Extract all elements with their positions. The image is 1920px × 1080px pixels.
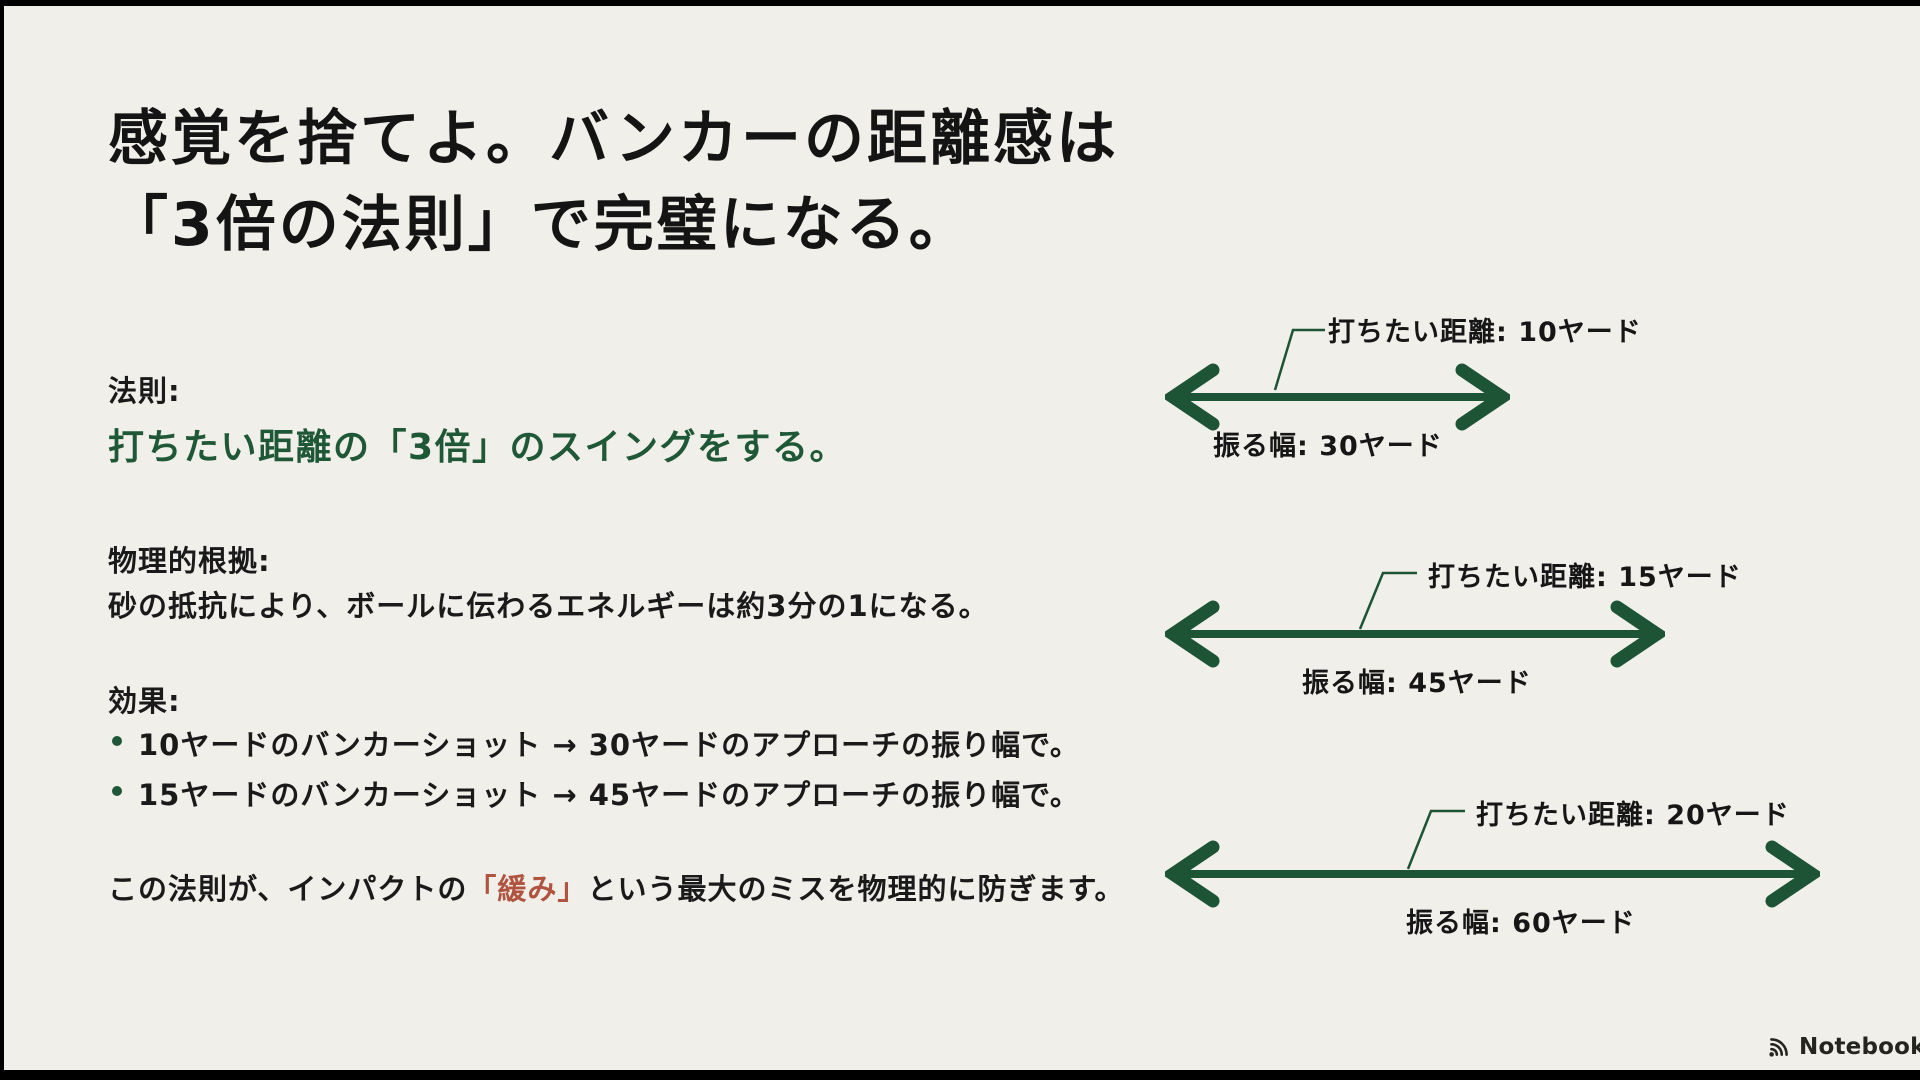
target-distance-label: 打ちたい距離: 15ヤード xyxy=(1428,562,1742,593)
leader-line xyxy=(1358,571,1417,630)
bullet-text: 15ヤードのバンカーショット → 45ヤードのアプローチの振り幅で。 xyxy=(138,778,1080,812)
swing-width-label: 振る幅: 60ヤード xyxy=(1406,908,1636,939)
notebooklm-logo-icon xyxy=(1769,1038,1788,1057)
slide-title-line2: 「3倍の法則」で完璧になる。 xyxy=(108,190,972,260)
effect-bullet-list: 10ヤードのバンカーショット → 30ヤードのアプローチの振り幅で。 15ヤード… xyxy=(112,722,1080,822)
leader-line xyxy=(1273,328,1325,391)
notebooklm-watermark: NotebookLM xyxy=(1766,1034,1920,1060)
bullet-dot-icon xyxy=(112,736,122,746)
conclusion-prefix: この法則が、インパクトの xyxy=(108,872,468,906)
slide-title-line1: 感覚を捨てよ。バンカーの距離感は xyxy=(108,104,1119,174)
notebooklm-label: NotebookLM xyxy=(1799,1034,1920,1060)
letterbox-top xyxy=(0,0,1920,6)
swing-diagram-20yd: 打ちたい距離: 20ヤード 振る幅: 60ヤード xyxy=(1165,785,1885,955)
bullet-dot-icon xyxy=(112,786,122,796)
target-distance-label: 打ちたい距離: 10ヤード xyxy=(1328,317,1642,348)
swing-width-label: 振る幅: 30ヤード xyxy=(1213,431,1443,462)
law-statement: 打ちたい距離の「3倍」のスイングをする。 xyxy=(108,427,848,468)
swing-diagram-10yd: 打ちたい距離: 10ヤード 振る幅: 30ヤード xyxy=(1165,308,1641,478)
effect-bullet-item: 10ヤードのバンカーショット → 30ヤードのアプローチの振り幅で。 xyxy=(112,722,1080,772)
double-arrow-icon xyxy=(1165,571,1665,668)
physics-label: 物理的根拠: xyxy=(108,544,271,578)
bullet-text: 10ヤードのバンカーショット → 30ヤードのアプローチの振り幅で。 xyxy=(138,728,1080,762)
effect-bullet-item: 15ヤードのバンカーショット → 45ヤードのアプローチの振り幅で。 xyxy=(112,772,1080,822)
double-arrow-icon xyxy=(1165,809,1820,908)
leader-line xyxy=(1406,809,1465,870)
double-arrow-icon xyxy=(1165,328,1510,431)
letterbox-bottom xyxy=(0,1070,1920,1080)
swing-width-label: 振る幅: 45ヤード xyxy=(1302,668,1532,699)
law-label: 法則: xyxy=(108,374,181,408)
effect-label: 効果: xyxy=(108,684,181,718)
conclusion-text: この法則が、インパクトの「緩み」という最大のミスを物理的に防ぎます。 xyxy=(108,866,1125,908)
conclusion-suffix: という最大のミスを物理的に防ぎます。 xyxy=(587,872,1125,906)
conclusion-highlight: 「緩み」 xyxy=(467,872,588,906)
letterbox-left xyxy=(0,0,4,1080)
target-distance-label: 打ちたい距離: 20ヤード xyxy=(1476,800,1790,831)
physics-text: 砂の抵抗により、ボールに伝わるエネルギーは約3分の1になる。 xyxy=(108,589,989,623)
slide-title: 感覚を捨てよ。バンカーの距離感は 「3倍の法則」で完璧になる。 xyxy=(108,96,1119,268)
swing-diagram-15yd: 打ちたい距離: 15ヤード 振る幅: 45ヤード xyxy=(1165,545,1755,715)
